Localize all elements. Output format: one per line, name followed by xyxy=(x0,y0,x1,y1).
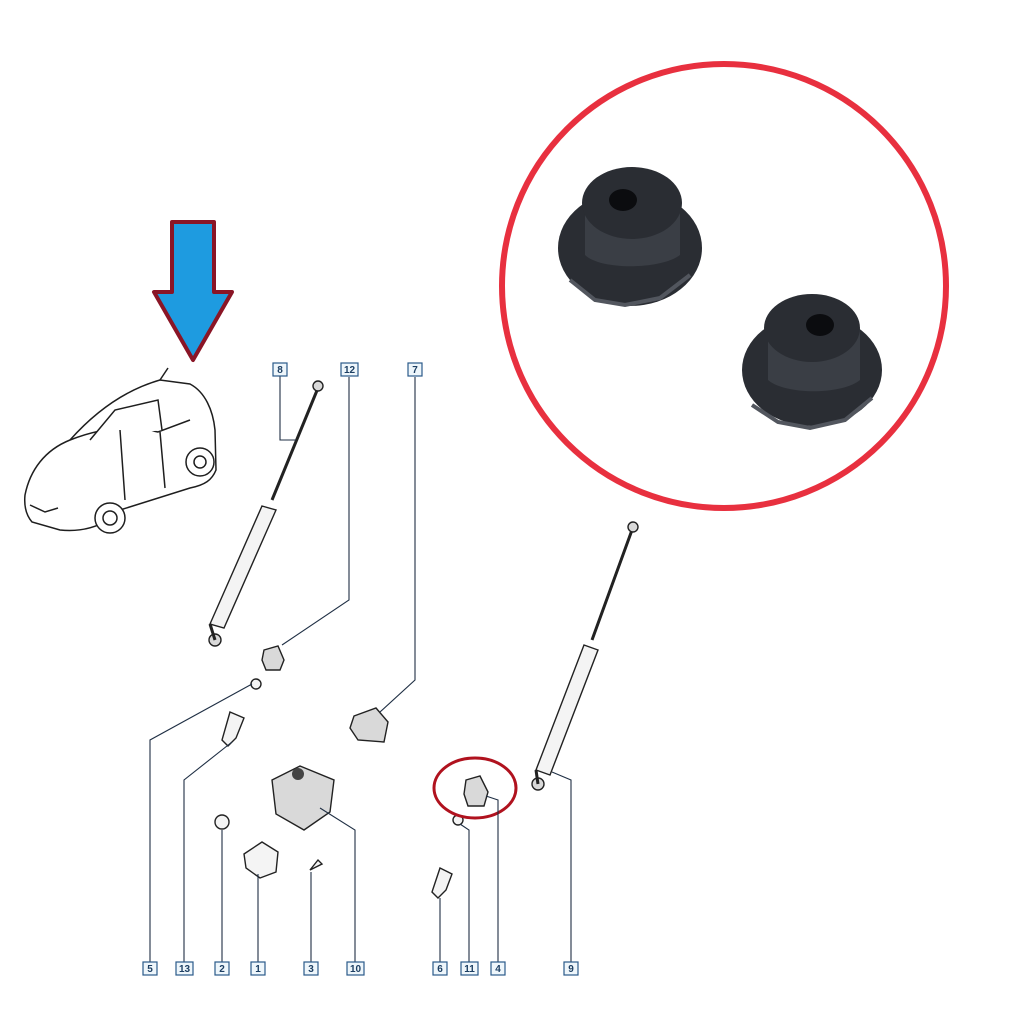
pin-13 xyxy=(221,711,245,747)
callout-12: 12 xyxy=(340,362,359,377)
down-arrow-icon xyxy=(152,220,234,362)
leader-13 xyxy=(183,741,233,962)
svg-text:9: 9 xyxy=(568,964,574,975)
svg-text:7: 7 xyxy=(412,365,418,376)
callout-1: 1 xyxy=(250,961,266,976)
svg-text:4: 4 xyxy=(495,964,501,975)
leader-9 xyxy=(551,771,572,962)
clip-5 xyxy=(250,678,262,690)
svg-text:8: 8 xyxy=(277,365,283,376)
leader-7 xyxy=(379,377,416,713)
striker-1 xyxy=(243,841,279,879)
switch-7 xyxy=(349,707,389,743)
buffer-4 xyxy=(463,775,489,807)
grommet-photo-2 xyxy=(742,294,882,431)
svg-text:3: 3 xyxy=(308,964,314,975)
svg-text:5: 5 xyxy=(147,964,153,975)
lock-10 xyxy=(271,765,335,831)
pin-6 xyxy=(431,867,453,899)
callout-13: 13 xyxy=(175,961,194,976)
callout-6: 6 xyxy=(432,961,448,976)
callout-11: 11 xyxy=(460,961,479,976)
leader-11 xyxy=(459,823,470,962)
callout-3: 3 xyxy=(303,961,319,976)
svg-text:11: 11 xyxy=(464,964,475,975)
grommet-photo-1 xyxy=(558,167,702,308)
svg-text:2: 2 xyxy=(219,964,225,975)
leader-8 xyxy=(279,376,296,441)
car-outline-icon xyxy=(24,367,217,534)
zoom-circle xyxy=(499,61,949,511)
svg-text:12: 12 xyxy=(344,365,356,376)
svg-text:13: 13 xyxy=(179,964,191,975)
callout-5: 5 xyxy=(142,961,158,976)
svg-text:10: 10 xyxy=(350,964,362,975)
callout-10: 10 xyxy=(346,961,365,976)
highlight-circle xyxy=(432,756,518,820)
leader-12 xyxy=(281,377,350,646)
callout-4: 4 xyxy=(490,961,506,976)
gas-strut-right xyxy=(531,521,639,791)
svg-text:6: 6 xyxy=(437,964,443,975)
callout-9: 9 xyxy=(563,961,579,976)
leader-10 xyxy=(319,807,356,962)
callout-7: 7 xyxy=(407,362,423,377)
leader-5 xyxy=(149,683,253,962)
svg-text:1: 1 xyxy=(255,964,261,975)
leader-4 xyxy=(485,795,499,962)
screw-3 xyxy=(309,858,324,871)
bumper-2 xyxy=(214,814,230,830)
callout-2: 2 xyxy=(214,961,230,976)
gas-strut-left xyxy=(208,380,324,647)
ball-socket-12 xyxy=(261,645,285,671)
callout-8: 8 xyxy=(272,362,288,377)
